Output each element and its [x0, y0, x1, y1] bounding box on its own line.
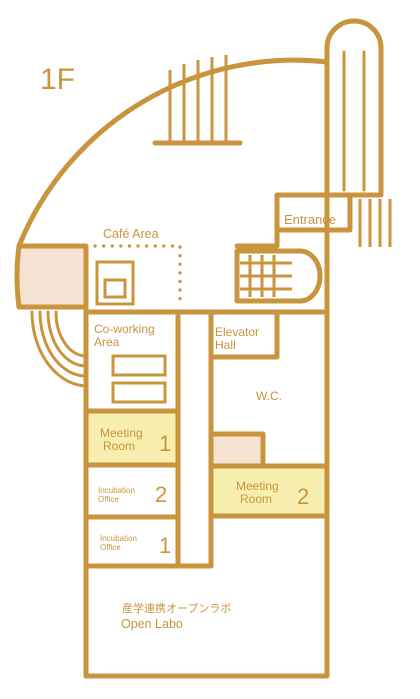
meeting-1-number: 1	[159, 431, 171, 456]
incubation-2-number: 2	[155, 482, 167, 507]
coworking-label-line2: Area	[94, 335, 120, 349]
beige-area-center	[213, 434, 263, 465]
incubation-2-label-line1: Incubation	[98, 486, 135, 495]
top-stair	[152, 55, 243, 146]
elevator-label-line2: Hall	[215, 338, 236, 352]
incubation-1-number: 1	[159, 533, 171, 558]
meeting-2-number: 2	[297, 484, 309, 509]
cafe-counter-inner	[103, 278, 127, 299]
elevator-hall-wall	[208, 309, 280, 360]
beige-box-wall	[208, 431, 266, 469]
elevator-label-line1: Elevator	[215, 325, 259, 339]
front-wall-right	[234, 192, 353, 249]
left-curved-steps	[30, 310, 88, 388]
tower-wall	[324, 18, 384, 198]
coworking-label-line1: Co-working	[94, 322, 155, 336]
coworking-desk	[111, 381, 167, 404]
floor-label: 1F	[40, 63, 75, 96]
meeting-room-2-fill	[213, 466, 327, 516]
beige-area-left	[17, 246, 86, 307]
open-labo-japanese-label: 産学連携オープンラボ	[122, 601, 231, 615]
incubation-2-label-line2: Office	[98, 495, 119, 504]
wc-label: W.C.	[256, 389, 282, 403]
open-labo-english-label: Open Labo	[121, 617, 183, 631]
entrance-steps	[358, 199, 392, 247]
meeting-room-1-fill	[86, 413, 178, 463]
front-wall-left	[16, 243, 89, 310]
cafe-area-label: Café Area	[103, 227, 159, 241]
meeting-2-label-line1: Meeting	[236, 479, 279, 493]
spiral-stair-outline	[234, 248, 323, 304]
outer-wall[interactable]	[14, 57, 330, 679]
cafe-counter	[95, 260, 135, 306]
coworking-desk	[111, 354, 167, 377]
entrance-label: Entrance	[284, 212, 336, 227]
incubation-1-label-line2: Office	[100, 543, 121, 552]
incubation-1-label-line1: Incubation	[100, 534, 137, 543]
meeting-1-label-line2: Room	[103, 439, 135, 453]
meeting-2-label-line2: Room	[240, 492, 272, 506]
cafe-dotted-boundary	[93, 244, 182, 309]
meeting-1-label-line1: Meeting	[100, 426, 143, 440]
spiral-stair-treads	[240, 255, 292, 297]
